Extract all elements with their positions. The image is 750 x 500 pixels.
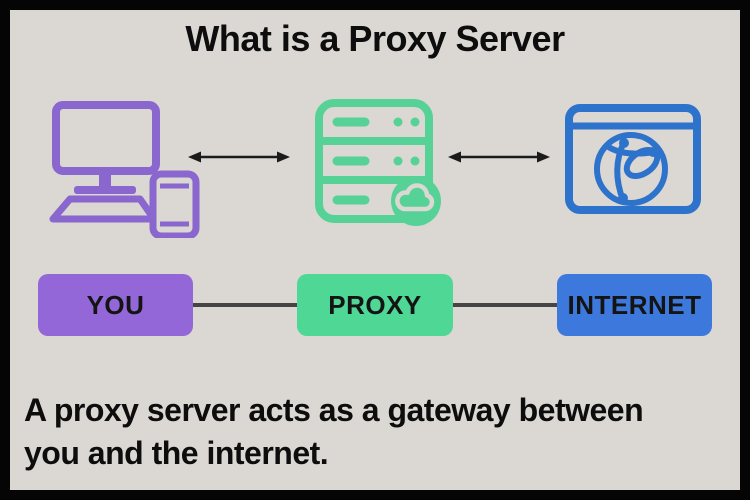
proxy-internet-connector [453,303,557,307]
monitor-stand [99,171,111,187]
caption-line-1: A proxy server acts as a gateway between [24,392,644,428]
caption-line-2: you and the internet. [24,435,329,471]
computer-and-phone-icon [49,101,200,238]
proxy-node: PROXY [297,274,453,336]
you-proxy-connector [193,303,297,307]
you-node: YOU [38,274,193,336]
globe-icon [594,132,668,206]
you-proxy-arrow-icon [188,151,290,163]
page-title: What is a Proxy Server [185,18,565,59]
monitor-base [74,186,136,194]
phone-icon [149,170,200,238]
keyboard-icon [49,195,158,223]
server-rack-with-cloud-icon [315,99,441,226]
cloud-icon [391,176,441,226]
proxy-internet-arrow-icon [448,151,550,163]
browser-globe-icon [565,104,701,214]
caption-text: A proxy server acts as a gateway between… [24,389,736,475]
monitor-icon [52,101,160,175]
internet-node: INTERNET [557,274,712,336]
